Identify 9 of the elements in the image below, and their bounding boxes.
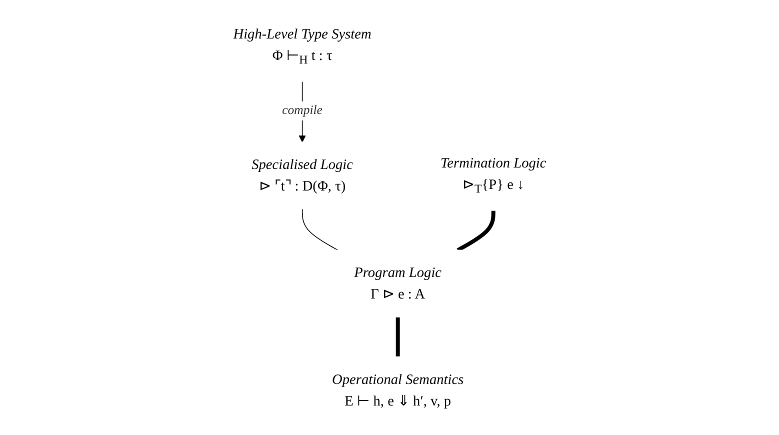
connector xyxy=(456,210,496,252)
node-text: Specialised Logic ⊳ ⌜t⌝ : D(Φ, τ) xyxy=(251,156,353,194)
node-text: Termination Logic ⊳$_{T}${P} e ↓ xyxy=(440,154,546,196)
connector xyxy=(302,208,338,251)
node-text: Operational Semantics E ⊢ h, e ⇓ h′, v, p xyxy=(332,371,464,409)
edge-label: compile xyxy=(282,104,322,118)
node-text: High-Level Type System Φ ⊢$_{H}$ t : τ xyxy=(233,26,372,67)
node-text: Program Logic Γ ⊳ e : A xyxy=(354,264,442,302)
connector xyxy=(396,317,400,357)
